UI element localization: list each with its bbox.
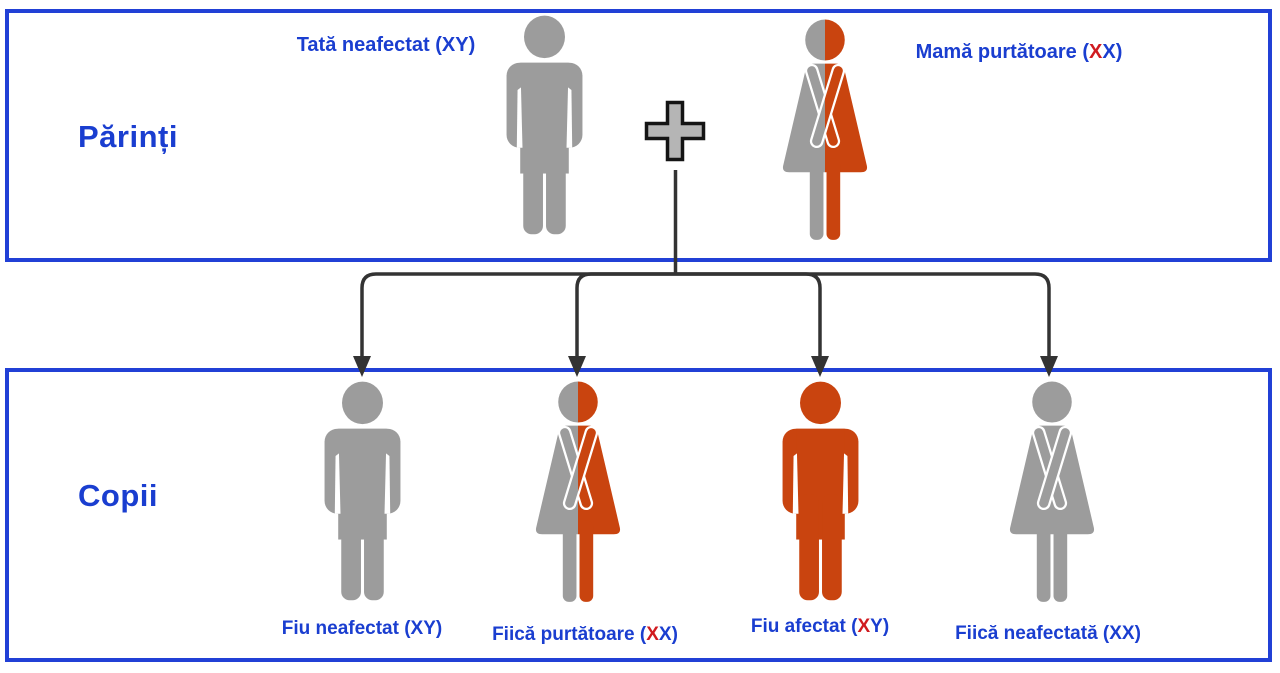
male-silhouette-icon <box>782 381 859 601</box>
mother-label-rest: X) <box>1102 41 1123 63</box>
child-label-affected-son: Fiu afectat (XY) <box>660 616 980 638</box>
father-label: Tată neafectat (XY) <box>226 34 546 57</box>
mother-label-text: Mamă purtătoare ( <box>915 41 1090 63</box>
child-label-unaffected-daughter: Fiică neafectată (XX) <box>888 623 1208 645</box>
parents-box <box>5 9 1272 262</box>
label-text: Fiică neafectată (XX) <box>955 623 1141 644</box>
child-figure-affected-son <box>778 380 863 608</box>
label-text: Fiică purtătoare ( <box>492 624 647 645</box>
female-silhouette-icon <box>1008 380 1096 604</box>
label-red-x: X <box>857 616 871 637</box>
mother-label: Mamă purtătoare (XX) <box>859 41 1179 64</box>
label-text: Fiu neafectat (XY) <box>281 618 443 639</box>
mother-label-red-x: X <box>1089 41 1103 63</box>
label-rest: Y) <box>870 616 890 637</box>
parents-box-title: Părinți <box>78 119 178 154</box>
child-figure-carrier-daughter <box>521 380 635 608</box>
children-box <box>5 368 1272 662</box>
child-label-carrier-daughter: Fiică purtătoare (XX) <box>425 624 745 646</box>
child-figure-unaffected-daughter <box>995 380 1109 608</box>
child-label-unaffected-son: Fiu neafectat (XY) <box>202 618 522 640</box>
label-text: Fiu afectat ( <box>750 616 858 637</box>
plus-icon <box>643 99 707 163</box>
male-silhouette-icon <box>324 381 401 601</box>
children-box-title: Copii <box>78 478 158 513</box>
label-red-x: X <box>646 624 659 645</box>
female-silhouette-icon <box>534 380 622 604</box>
father-label-text: Tată neafectat (XY) <box>296 34 476 56</box>
label-rest: X) <box>658 624 678 645</box>
child-figure-unaffected-son <box>320 380 405 608</box>
